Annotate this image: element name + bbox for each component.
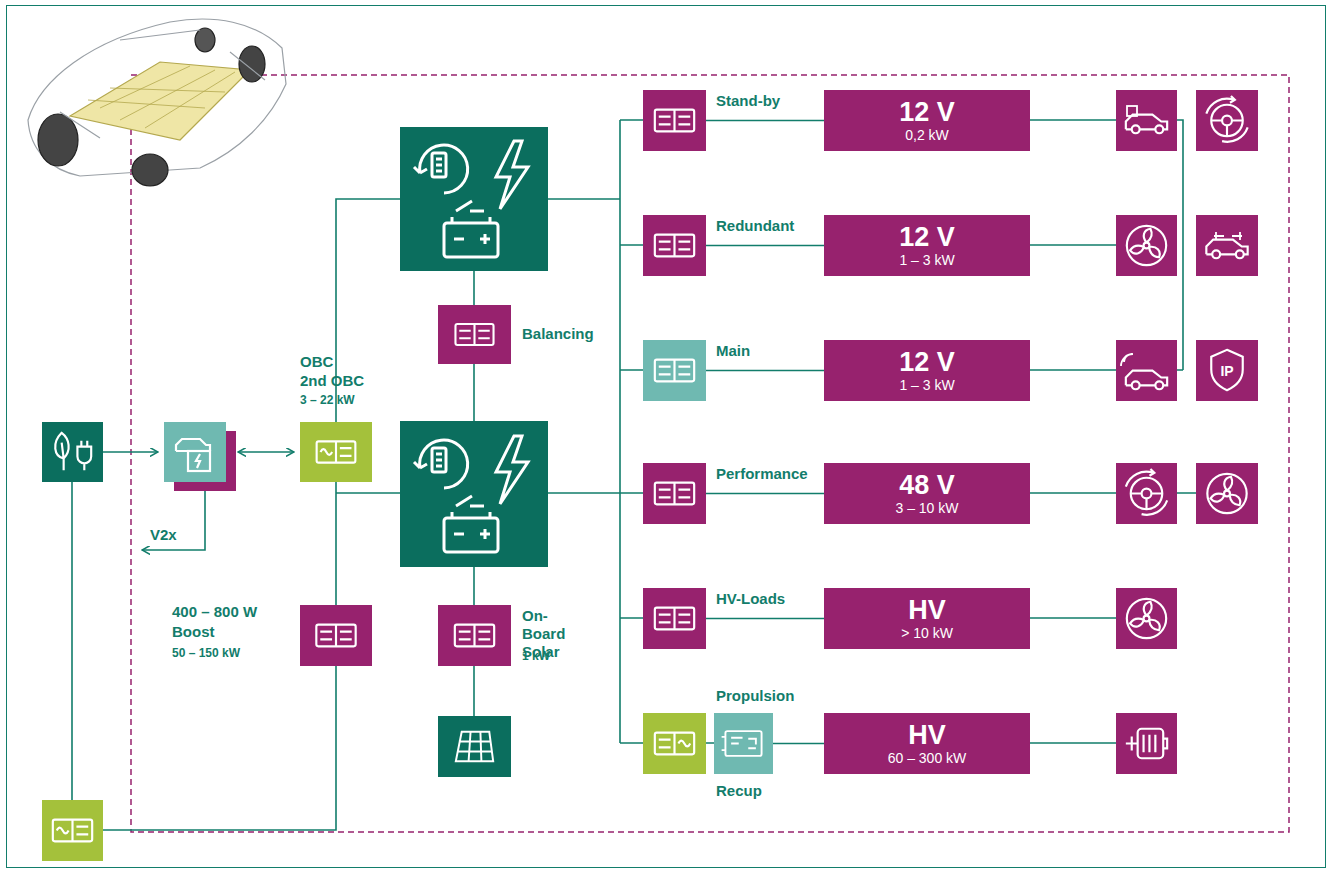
- converter-box: Performance: [643, 463, 706, 524]
- converter-label: Recup: [716, 782, 762, 800]
- converter-label: Redundant: [716, 217, 794, 235]
- component-boxes: [42, 90, 1258, 861]
- power-label: 1 – 3 kW: [899, 252, 954, 269]
- charger-box: OBC2nd OBC3 – 22 kW: [300, 422, 372, 482]
- connector: [706, 493, 824, 495]
- converter-label: 1 kW: [522, 647, 550, 665]
- flow-label: V2x: [150, 526, 177, 543]
- wires: [72, 120, 1196, 830]
- converter-label: Boost: [172, 623, 215, 641]
- converter-label: Balancing: [522, 325, 594, 343]
- converter-box: HV-Loads: [643, 588, 706, 649]
- voltage-box: 48 V3 – 10 kW: [824, 463, 1030, 524]
- power-label: 3 – 10 kW: [895, 500, 958, 517]
- converter-box: Main: [643, 340, 706, 401]
- connector: [706, 245, 824, 247]
- converter-label: Main: [716, 342, 750, 360]
- voltage-box: 12 V0,2 kW: [824, 90, 1030, 151]
- connector: [706, 120, 824, 122]
- connector: [706, 370, 824, 372]
- box-icon: [714, 713, 773, 774]
- box-icon: [643, 463, 706, 524]
- voltage-box: 12 V1 – 3 kW: [824, 215, 1030, 276]
- connector: [706, 618, 824, 620]
- converter-label: Performance: [716, 465, 808, 483]
- voltage-label: IP: [1220, 362, 1233, 380]
- converter-label: 2nd OBC: [300, 372, 364, 390]
- voltage-box: HV60 – 300 kW: [824, 713, 1030, 774]
- power-label: > 10 kW: [901, 625, 953, 642]
- converter-label: Propulsion: [716, 687, 794, 705]
- ip-box: IP: [1196, 340, 1258, 401]
- converter-label: 50 – 150 kW: [172, 644, 240, 662]
- voltage-label: 12 V: [899, 347, 955, 377]
- converter-label: Stand-by: [716, 92, 780, 110]
- power-label: 0,2 kW: [905, 127, 949, 144]
- converter-box: Stand-by: [643, 90, 706, 151]
- box-icon: [643, 215, 706, 276]
- voltage-label: HV: [908, 595, 946, 625]
- box-icon: [438, 305, 511, 364]
- box-icon: [300, 605, 372, 666]
- converter-label: 400 – 800 W: [172, 603, 257, 621]
- connector: [773, 743, 824, 745]
- box-icon: [438, 605, 511, 666]
- inverter-box: PropulsionRecup: [714, 713, 773, 774]
- box-icon: [300, 422, 372, 482]
- voltage-box: HV> 10 kW: [824, 588, 1030, 649]
- box-icon: [643, 90, 706, 151]
- voltage-label: 12 V: [899, 97, 955, 127]
- converter-box: Redundant: [643, 215, 706, 276]
- voltage-box: 12 V1 – 3 kW: [824, 340, 1030, 401]
- power-label: 60 – 300 kW: [888, 750, 967, 767]
- converter-label: HV-Loads: [716, 590, 785, 608]
- voltage-label: HV: [908, 720, 946, 750]
- converter-box: Balancing: [438, 305, 511, 364]
- box-icon: [643, 588, 706, 649]
- converter-label: OBC: [300, 353, 333, 371]
- converter-box: 400 – 800 WBoost50 – 150 kW: [300, 605, 372, 666]
- voltage-label: 12 V: [899, 222, 955, 252]
- power-label: 1 – 3 kW: [899, 377, 954, 394]
- converter-box: On-Board Solar1 kW: [438, 605, 511, 666]
- voltage-label: 48 V: [899, 470, 955, 500]
- vehicle-illustration: [28, 19, 286, 186]
- converter-label: 3 – 22 kW: [300, 391, 355, 409]
- box-icon: [643, 340, 706, 401]
